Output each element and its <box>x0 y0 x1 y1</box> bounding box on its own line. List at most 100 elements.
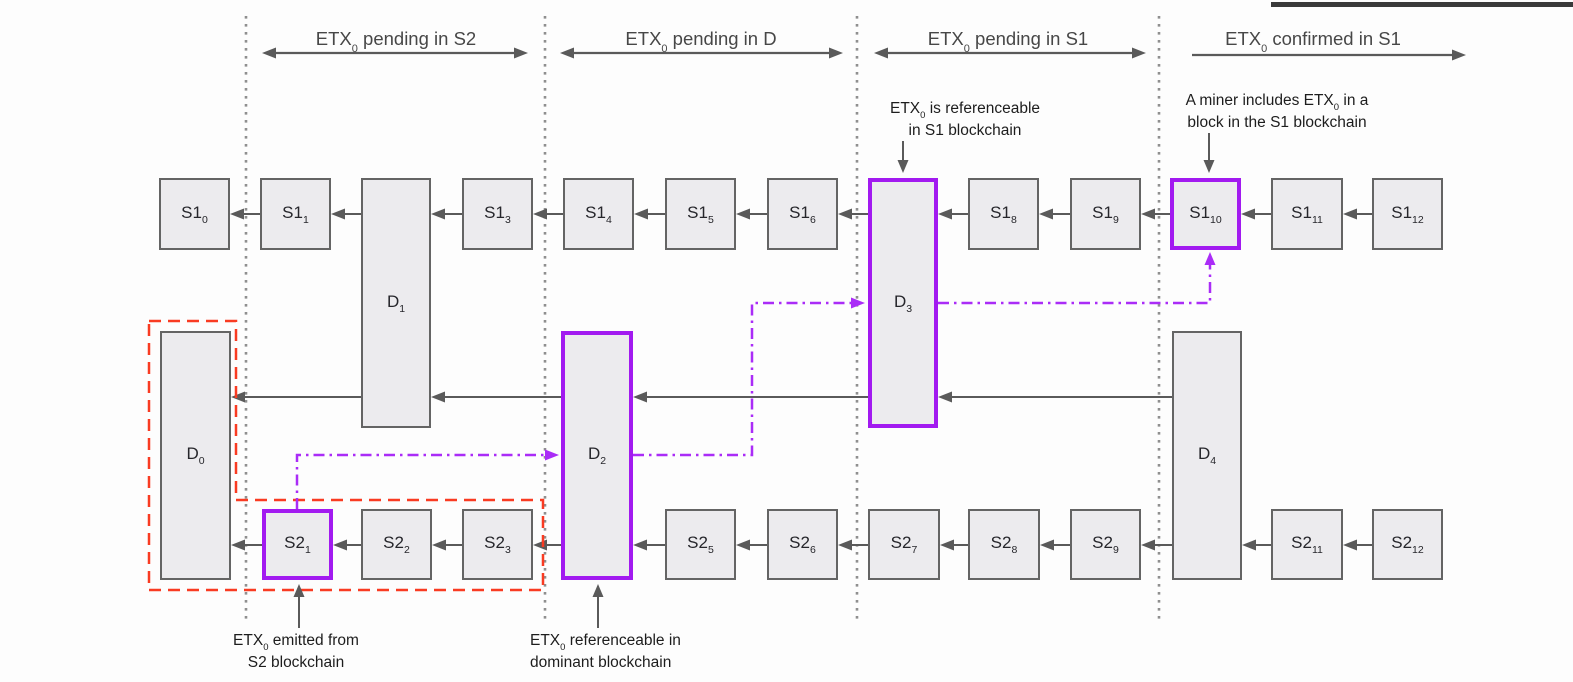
etx-path-s2-1-to-d-2 <box>295 453 547 509</box>
annotation-arrowhead <box>592 584 604 597</box>
block-s2-2: S22 <box>361 509 432 580</box>
annotation-line: ETX0 emitted from <box>233 631 359 653</box>
chain-arrowhead <box>1040 539 1054 551</box>
text-segment: ETX <box>530 632 561 649</box>
chain-arrowhead <box>1343 208 1357 220</box>
subscript: 0 <box>1261 43 1268 55</box>
text-segment: ETX <box>889 100 921 117</box>
text-segment: ETX <box>233 632 264 649</box>
subscript: 0 <box>263 642 269 653</box>
block-label: S211 <box>1291 533 1323 557</box>
block-label-subscript: 10 <box>1210 213 1222 226</box>
block-label: D2 <box>587 444 607 468</box>
block-label: S26 <box>789 533 816 557</box>
block-d-4: D4 <box>1172 331 1242 580</box>
phase-label-pending-d: ETX0 pending in D <box>625 28 776 55</box>
chain-arrowhead <box>940 539 954 551</box>
block-d-3: D3 <box>868 178 938 428</box>
block-label: S10 <box>181 202 208 226</box>
block-label: S14 <box>585 202 612 226</box>
chain-arrowhead <box>533 539 547 551</box>
block-label-subscript: 11 <box>1311 544 1323 557</box>
block-s1-4: S14 <box>563 178 634 250</box>
arrowhead-left <box>560 47 574 59</box>
subscript: 0 <box>351 43 358 55</box>
text-segment: in S1 blockchain <box>908 121 1022 139</box>
block-label: D1 <box>386 291 406 315</box>
text-segment: emitted from <box>268 632 359 649</box>
block-label: S212 <box>1391 533 1424 557</box>
block-s1-1: S11 <box>260 178 331 250</box>
chain-arrowhead <box>1039 208 1053 220</box>
annotation-arrowhead <box>293 584 305 597</box>
chain-arrowhead <box>432 539 446 551</box>
text-segment: S2 blockchain <box>247 653 345 671</box>
chain-arrowhead <box>231 391 245 403</box>
text-segment: is referenceable <box>925 100 1041 117</box>
block-label-subscript: 3 <box>504 544 511 557</box>
chain-arrowhead <box>431 391 445 403</box>
block-s2-8: S28 <box>968 509 1040 580</box>
phase-label-confirmed-s1: ETX0 confirmed in S1 <box>1225 28 1401 55</box>
block-s2-7: S27 <box>868 509 940 580</box>
block-label: S111 <box>1291 202 1323 226</box>
phase-label-pending-s1: ETX0 pending in S1 <box>928 28 1088 55</box>
block-label-subscript: 11 <box>1311 213 1323 226</box>
block-label-subscript: 9 <box>1112 544 1119 557</box>
arrowhead-right <box>829 47 843 59</box>
chain-arrowhead <box>1141 539 1155 551</box>
block-label-subscript: 8 <box>1010 213 1017 226</box>
block-label: S29 <box>1092 533 1119 557</box>
arrowhead-left <box>262 47 276 59</box>
block-label-subscript: 12 <box>1412 213 1424 226</box>
block-d-2: D2 <box>561 331 633 580</box>
text-segment: pending in S2 <box>357 28 477 49</box>
text-segment: A miner includes ETX <box>1185 92 1334 109</box>
chain-arrowhead <box>736 539 750 551</box>
block-s1-10: S110 <box>1170 178 1241 250</box>
etx-arrowhead <box>1204 252 1216 265</box>
phase-label-pending-s2: ETX0 pending in S2 <box>316 28 476 55</box>
block-label: S23 <box>484 533 511 557</box>
chain-arrowhead <box>633 539 647 551</box>
block-s2-1: S21 <box>262 509 333 580</box>
chain-arrowhead <box>1242 539 1256 551</box>
block-label: S16 <box>789 202 816 226</box>
block-s2-5: S25 <box>665 509 736 580</box>
etx-path-d-3-to-s1-10 <box>938 265 1212 305</box>
annotation-line: ETX0 is referenceable <box>890 99 1040 121</box>
chain-arrowhead <box>333 539 347 551</box>
text-segment: dominant blockchain <box>530 653 672 671</box>
chain-arrowhead <box>1343 539 1357 551</box>
block-label-subscript: 4 <box>1210 455 1217 468</box>
chain-arrowhead <box>938 391 952 403</box>
block-s2-12: S212 <box>1372 509 1443 580</box>
chain-arrowhead <box>736 208 750 220</box>
block-label-subscript: 3 <box>504 213 511 226</box>
block-label: S15 <box>687 202 714 226</box>
chain-arrowhead <box>634 208 648 220</box>
chain-arrowhead <box>230 208 244 220</box>
annotation-line: ETX0 referenceable in <box>530 631 681 653</box>
subscript: 0 <box>1333 102 1340 113</box>
arrowhead-right <box>1132 47 1146 59</box>
etx-emission-region-outline <box>147 319 545 592</box>
block-d-0: D0 <box>160 331 231 580</box>
etx-arrowhead <box>545 449 559 461</box>
annotation-arrowhead <box>1203 160 1215 173</box>
block-label: S22 <box>383 533 410 557</box>
block-label-subscript: 6 <box>809 213 816 226</box>
block-s2-9: S29 <box>1070 509 1141 580</box>
block-label-subscript: 0 <box>201 213 208 226</box>
text-segment: ETX <box>315 28 352 49</box>
block-label: S27 <box>890 533 918 557</box>
block-s1-3: S13 <box>462 178 533 250</box>
annotation-line: in S1 blockchain <box>890 121 1040 140</box>
block-label-subscript: 6 <box>809 544 816 557</box>
block-label-subscript: 1 <box>302 213 309 226</box>
subscript: 0 <box>560 642 566 653</box>
block-s1-8: S18 <box>968 178 1039 250</box>
